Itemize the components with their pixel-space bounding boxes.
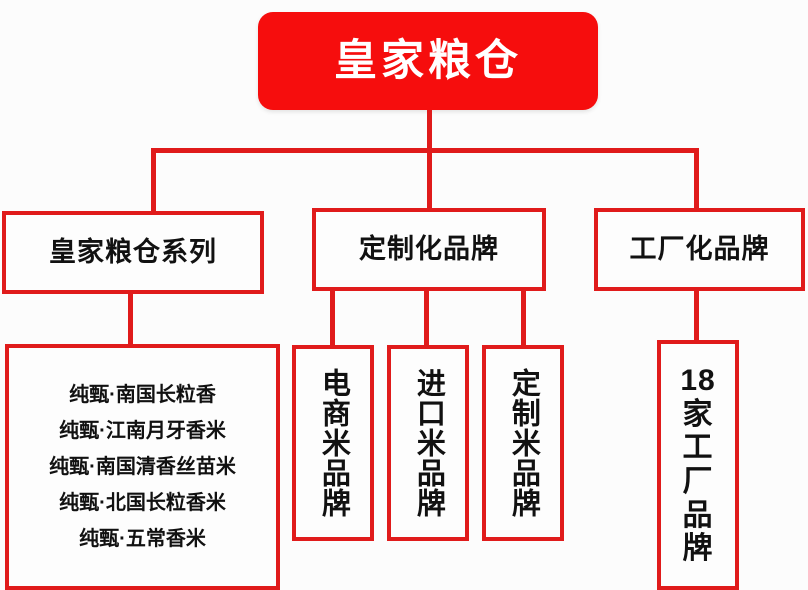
connector-drop-custom (427, 148, 432, 209)
connector-factory-to-18-factories (694, 290, 699, 340)
leaf-node-imported-rice-brand[interactable]: 进口米品牌 (387, 345, 469, 541)
leaf-node-series-products[interactable]: 纯甄·南国长粒香 纯甄·江南月牙香米 纯甄·南国清香丝苗米 纯甄·北国长粒香米 … (5, 344, 280, 590)
list-item: 纯甄·江南月牙香米 (59, 420, 226, 442)
level2-node-royal-granary-series[interactable]: 皇家粮仓系列 (2, 211, 264, 294)
level2-node-customized-brand[interactable]: 定制化品牌 (312, 208, 546, 291)
leaf-label-custom-rice-brand: 定制米品牌 (507, 368, 540, 518)
connector-level2-bus (151, 148, 699, 153)
connector-series-to-list (128, 293, 133, 345)
connector-custom-to-custom-rice (521, 290, 526, 345)
leaf-label-imported-rice-brand: 进口米品牌 (412, 368, 445, 518)
level2-label-factory-brand: 工厂化品牌 (629, 234, 770, 264)
leaf-node-ecommerce-rice-brand[interactable]: 电商米品牌 (292, 345, 374, 541)
connector-drop-factory (694, 148, 699, 209)
list-item: 纯甄·北国长粒香米 (59, 492, 226, 514)
level2-label-customized-brand: 定制化品牌 (359, 234, 499, 264)
leaf-node-18-factory-brands[interactable]: 18 家 工 厂 品 牌 (657, 340, 739, 590)
list-item: 纯甄·南国清香丝苗米 (49, 456, 236, 478)
connector-custom-to-ecommerce (330, 290, 335, 345)
list-item: 纯甄·五常香米 (79, 528, 206, 550)
leaf-label-ecommerce-rice-brand: 电商米品牌 (317, 368, 350, 518)
level2-node-factory-brand[interactable]: 工厂化品牌 (594, 208, 805, 291)
root-node-royal-granary[interactable]: 皇家粮仓 (258, 12, 598, 110)
root-node-label: 皇家粮仓 (334, 36, 522, 85)
leaf-label-18-factory-brands: 18 家 工 厂 品 牌 (680, 364, 716, 566)
list-item: 纯甄·南国长粒香 (69, 384, 216, 406)
connector-custom-to-import (424, 290, 429, 345)
connector-root-stem (427, 110, 432, 152)
leaf-node-custom-rice-brand[interactable]: 定制米品牌 (482, 345, 564, 541)
level2-label-royal-granary-series: 皇家粮仓系列 (49, 237, 217, 267)
connector-drop-series (151, 148, 156, 212)
